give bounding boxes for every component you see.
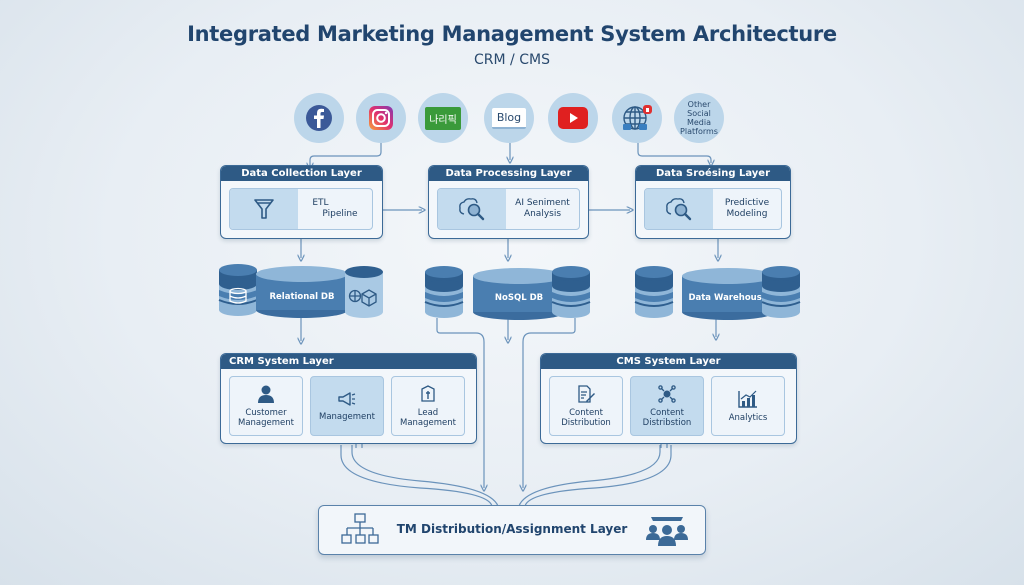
user-icon — [258, 385, 274, 403]
source-instagram[interactable] — [356, 93, 406, 143]
component-line2: Modeling — [726, 209, 768, 219]
tm-layer-label: TM Distribution/Assignment Layer — [396, 522, 628, 536]
connector-db-right-to-tm — [523, 318, 576, 488]
funnel-icon — [254, 199, 274, 219]
page-title: Integrated Marketing Management System A… — [187, 22, 837, 46]
globe-icon — [623, 105, 652, 130]
tile-line2: Distribstion — [642, 418, 692, 428]
component-line2: Analysis — [523, 209, 562, 219]
component-line1: AI Seniment — [515, 198, 570, 208]
crm-tile-lead-management[interactable]: Lead Management — [391, 376, 465, 436]
connector-crm-to-tm-b — [351, 445, 499, 507]
connector-db-left-to-tm — [436, 318, 484, 488]
facebook-icon — [306, 105, 332, 131]
cms-tile-content-distribstion[interactable]: Content Distribstion — [630, 376, 704, 436]
layer-title: CMS System Layer — [541, 354, 796, 369]
instagram-icon — [369, 106, 393, 130]
tm-distribution-layer[interactable]: TM Distribution/Assignment Layer — [318, 505, 706, 555]
db-nosql-label: NoSQL DB — [495, 293, 543, 303]
cms-system-layer[interactable]: CMS System Layer Content Distribution Co… — [540, 353, 797, 444]
layer-title: Data Collection Layer — [221, 166, 382, 181]
db-relational[interactable]: Relational DB — [256, 266, 348, 318]
document-edit-icon — [578, 385, 595, 403]
layer-title: CRM System Layer — [221, 354, 476, 369]
youtube-icon — [558, 107, 588, 129]
db-warehouse-label: Data Warehouse — [688, 293, 767, 303]
db-cylinder-left-1 — [218, 263, 258, 317]
connector-instagram-to-collection — [310, 143, 382, 166]
crm-system-layer[interactable]: CRM System Layer Customer Management Man… — [220, 353, 477, 444]
other-platforms-label: Other Social Media Platforms — [680, 100, 718, 136]
tile-line2: Distribution — [561, 418, 611, 428]
source-youtube[interactable] — [548, 93, 598, 143]
db-cylinder-right-3 — [761, 265, 801, 319]
source-other-platforms[interactable]: Other Social Media Platforms — [674, 93, 724, 143]
lead-icon — [421, 385, 435, 402]
tile-line2: Management — [400, 418, 456, 428]
crm-tile-customer-management[interactable]: Customer Management — [229, 376, 303, 436]
db-relational-label: Relational DB — [270, 292, 335, 302]
tile-line2: Analytics — [728, 413, 768, 423]
cube-icon — [348, 289, 377, 307]
connector-cms-to-tm-b — [524, 445, 672, 507]
tile-line1: Customer — [245, 408, 287, 418]
layer-title: Data Sroésing Layer — [636, 166, 790, 181]
db-nosql[interactable]: NoSQL DB — [473, 268, 565, 320]
connector-globe-to-warehouse — [637, 143, 711, 163]
tile-line2: Management — [319, 412, 375, 422]
component-line1: ETL — [312, 198, 329, 208]
megaphone-icon — [338, 392, 356, 406]
network-hub-icon — [658, 385, 676, 403]
korean-platform-icon: 나리픽 — [425, 106, 461, 130]
connector-cms-to-tm-a — [518, 445, 661, 507]
cms-tile-analytics[interactable]: Analytics — [711, 376, 785, 436]
layer-title: Data Processing Layer — [429, 166, 588, 181]
tile-line1: Content — [569, 408, 603, 418]
team-icon — [646, 517, 688, 546]
source-korean-platform[interactable]: 나리픽 — [418, 93, 468, 143]
connector-crm-to-tm-a — [340, 445, 493, 507]
source-facebook[interactable] — [294, 93, 344, 143]
db-cylinder-cube — [345, 266, 383, 318]
page-subtitle: CRM / CMS — [474, 52, 550, 68]
db-cylinder-left-2 — [424, 265, 464, 319]
blog-icon: Blog — [491, 107, 527, 129]
source-globe[interactable] — [612, 93, 662, 143]
component-line1: Predictive — [724, 198, 770, 208]
brain-search-icon — [666, 198, 692, 221]
tile-line1: Content — [650, 408, 684, 418]
chart-icon — [738, 390, 757, 408]
tile-line1: Lead — [417, 408, 439, 418]
db-warehouse[interactable]: Data Warehouse — [682, 268, 774, 320]
org-chart-icon — [341, 513, 379, 544]
db-cylinder-left-3 — [634, 265, 674, 319]
source-blog[interactable]: Blog — [484, 93, 534, 143]
tile-line2: Management — [238, 418, 294, 428]
cms-tile-content-distribution[interactable]: Content Distribution — [549, 376, 623, 436]
brain-search-icon — [459, 198, 485, 221]
crm-tile-campaign-management[interactable]: Management — [310, 376, 384, 436]
db-cylinder-right-2 — [551, 265, 591, 319]
component-line2: Pipeline — [322, 209, 358, 219]
